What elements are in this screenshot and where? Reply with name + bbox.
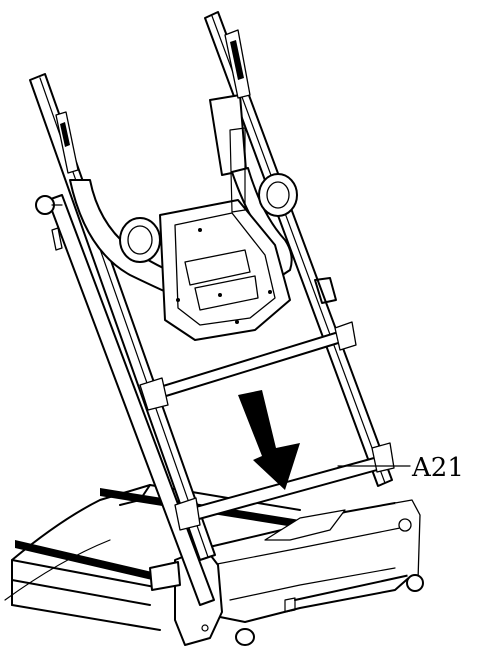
crossbars [139, 321, 395, 531]
adjustment-knob-icon [35, 195, 55, 215]
wheel-right-icon [406, 574, 424, 592]
callout-a21: A21 [337, 453, 464, 483]
wheel-left-icon [235, 628, 255, 646]
handlebar-assembly [69, 127, 298, 341]
right-upright [204, 11, 393, 487]
arrow-down-icon [238, 390, 300, 490]
callout-label: A21 [411, 453, 464, 483]
